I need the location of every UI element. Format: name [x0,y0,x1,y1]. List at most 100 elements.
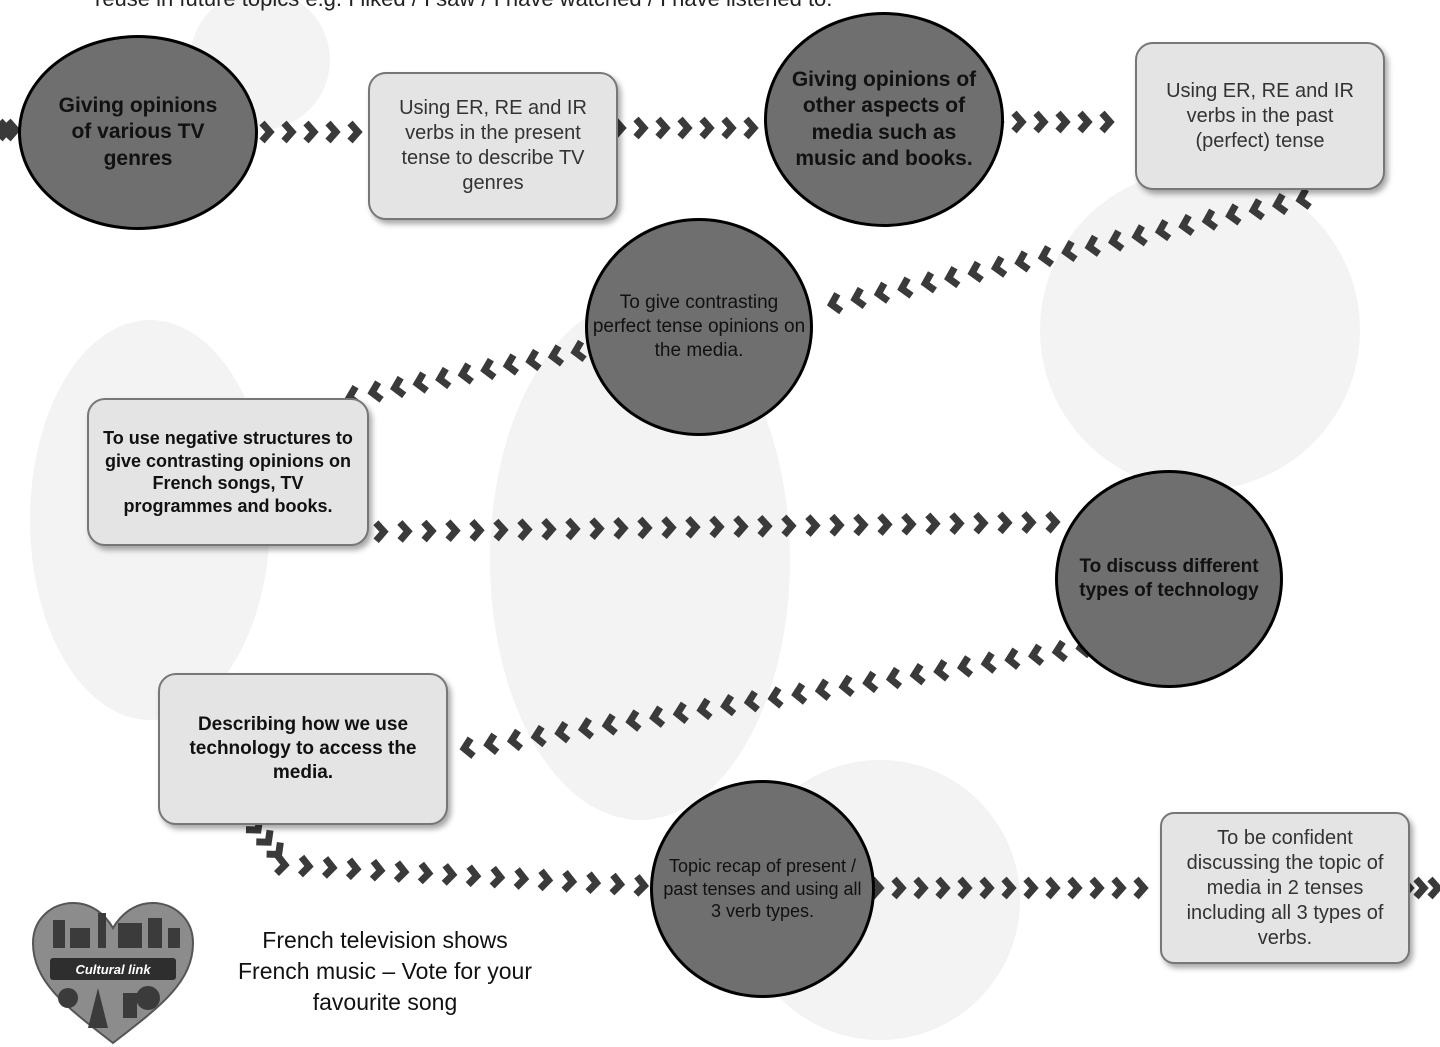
chevron [1021,511,1037,534]
chevron [1201,208,1219,231]
chevron [5,118,21,142]
step-final-goal-text: To be confident discussing the topic of … [1186,826,1384,949]
chevron [1061,239,1078,263]
chevron [441,863,458,886]
cultural-line-tv: French television shows [262,927,508,953]
chevron [517,518,533,542]
chevron [1004,647,1021,670]
chevron [909,663,926,686]
step-topic-recap: Topic recap of present / past tenses and… [650,780,875,998]
chevron [1014,250,1031,273]
chevron [609,872,626,896]
step-past-tense-verbs-text: Using ER, RE and IR verbs in the past (p… [1166,79,1354,152]
chevron [1045,876,1061,900]
chevron [1413,876,1429,900]
step-final-goal: To be confident discussing the topic of … [1160,812,1410,964]
chevron [979,876,995,900]
chevron [541,518,557,541]
chevron [412,371,429,394]
chevron [649,705,666,728]
chevron [457,362,474,385]
chevron [1011,110,1027,134]
chevron [1111,876,1127,900]
chevron [935,876,951,900]
chevron [625,709,642,732]
chevron [661,516,677,539]
chevron [933,659,950,682]
cultural-line-music: French music – Vote for your favourite s… [237,958,532,1016]
chevron [1089,876,1105,900]
chevron [901,512,917,536]
chevron [997,511,1013,535]
chevron [1225,203,1242,226]
chevron [1067,876,1083,900]
chevron [367,380,384,403]
chevron [990,255,1008,278]
chevron [445,519,461,543]
chevron [814,678,831,701]
step-technology-types: To discuss different types of technology [1055,470,1283,688]
chevron [1045,510,1061,534]
chevron [957,876,973,900]
chevron [393,860,410,883]
chevron [973,511,989,535]
chevron [601,713,618,736]
chevron [373,520,389,544]
chevron [1133,876,1149,900]
chevron [369,858,386,882]
chevron [417,861,434,885]
chevron [565,517,581,541]
chevron [696,697,713,721]
chevron [925,512,941,536]
chevron [459,736,476,759]
chevron [791,682,808,705]
chevron [493,518,509,542]
chevron [489,865,506,889]
intro-text: reuse in future topics e.g. I liked / I … [95,0,1395,12]
chevron [873,281,891,304]
chevron [655,116,671,140]
cultural-link-heart-logo: Cultural link [31,901,195,1045]
chevron [1271,192,1289,216]
chevron [838,674,855,697]
chevron [266,842,284,859]
step-tv-genres-opinions-text: Giving opinions of various TV genres [58,94,218,170]
chevron [1295,187,1312,210]
chevron [325,120,341,144]
chevron [554,720,571,744]
chevron [589,517,605,540]
chevron [469,519,485,542]
chevron [967,260,984,283]
chevron [897,276,914,299]
chevron [297,854,314,878]
step-other-media-opinions-text: Giving opinions of other aspects of medi… [791,68,977,170]
chevron [980,651,997,674]
chevron [303,120,319,144]
chevron [347,120,363,144]
cultural-link-text: French television shows French music – V… [210,925,560,1018]
chevron [920,271,937,294]
chevron [274,853,290,876]
chevron [1028,643,1045,667]
chevron [721,116,737,140]
chevron [1427,876,1440,900]
chevron [561,870,578,893]
chevron [1248,198,1265,221]
chevron [389,375,407,399]
step-technology-access-media: Describing how we use technology to acce… [158,673,448,825]
chevron [767,686,784,709]
chevron [757,514,773,538]
chevron [829,513,845,537]
chevron [525,348,542,372]
chevron [709,515,725,539]
chevron [613,516,629,540]
step-tv-genres-opinions: Giving opinions of various TV genres [18,35,258,230]
chevron [826,292,844,315]
chevron [699,116,715,140]
chevron [256,829,274,846]
step-present-tense-verbs-text: Using ER, RE and IR verbs in the present… [399,97,587,194]
chevron [637,516,653,540]
chevron [1077,110,1093,134]
step-negative-structures-text: To use negative structures to give contr… [103,428,353,516]
chevron [1051,639,1068,663]
